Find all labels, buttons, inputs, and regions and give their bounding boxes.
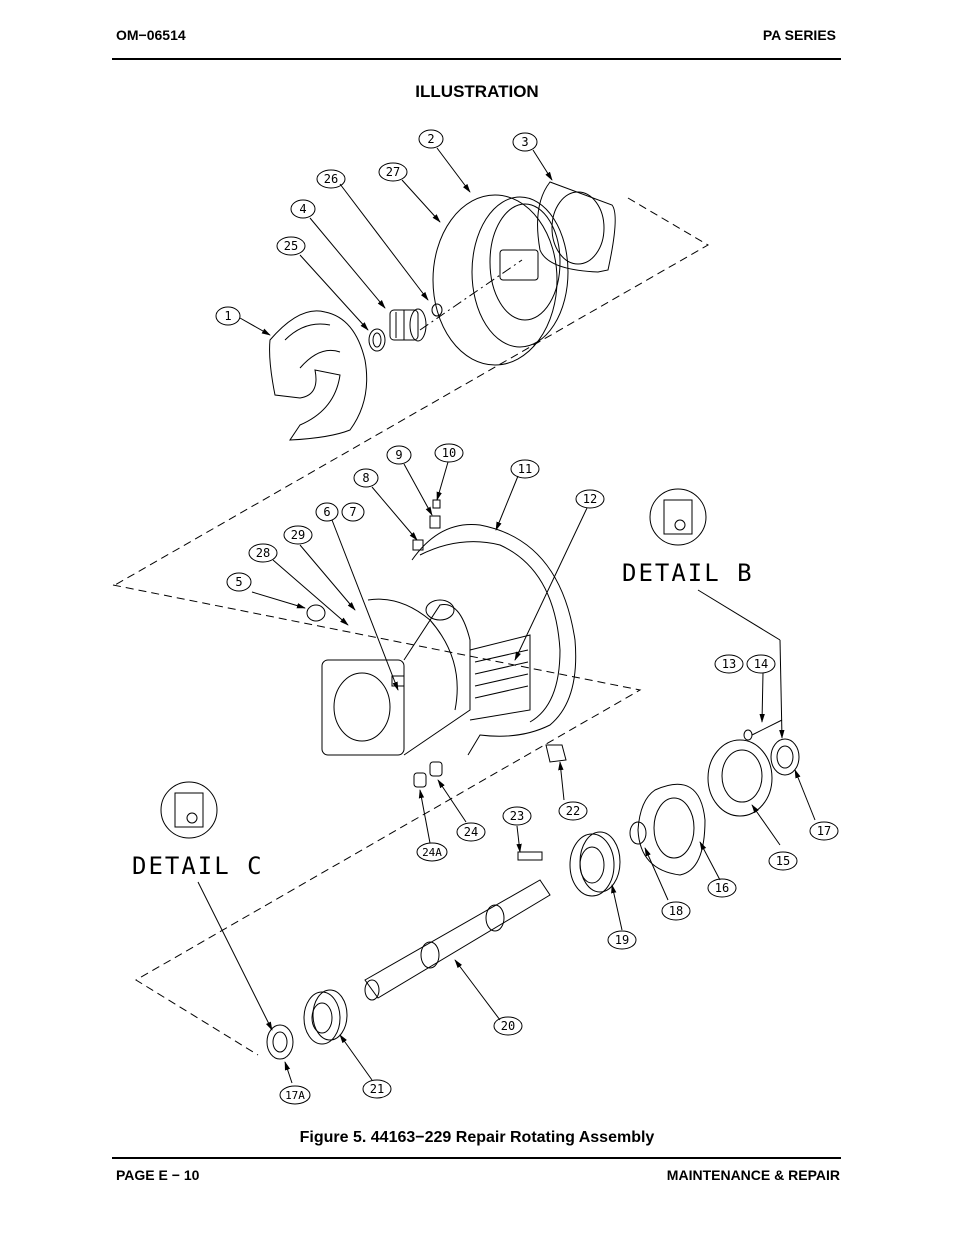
bearing-cap-part [707, 719, 800, 817]
detail-b-label: DETAIL B [622, 559, 754, 587]
svg-text:12: 12 [583, 492, 597, 506]
callout-4: 4 [290, 199, 316, 219]
svg-text:17: 17 [817, 824, 831, 838]
svg-text:8: 8 [362, 471, 369, 485]
callout-26: 26 [316, 169, 346, 189]
svg-text:1: 1 [224, 309, 231, 323]
svg-text:24: 24 [464, 825, 478, 839]
outboard-bearing-part [303, 989, 348, 1045]
retaining-ring-part [629, 821, 647, 845]
svg-text:21: 21 [370, 1082, 384, 1096]
impeller-shaft-part [364, 851, 551, 1001]
svg-text:6: 6 [323, 505, 330, 519]
callout-14: 14 [746, 654, 776, 674]
detail-c-label: DETAIL C [132, 852, 264, 880]
svg-text:18: 18 [669, 904, 683, 918]
callout-1: 1 [215, 306, 241, 326]
svg-text:17A: 17A [285, 1089, 305, 1102]
callouts: 1 2 3 26 27 4 25 9 10 11 8 12 6 7 29 28 … [215, 129, 839, 1105]
callout-29: 29 [283, 525, 313, 545]
fitting-parts [306, 499, 567, 788]
callout-17: 17 [809, 821, 839, 841]
callout-18: 18 [661, 901, 691, 921]
callout-15: 15 [768, 851, 798, 871]
svg-text:22: 22 [566, 804, 580, 818]
svg-text:15: 15 [776, 854, 790, 868]
impeller-part [269, 310, 368, 441]
exploded-assembly-drawing: 1 2 3 26 27 4 25 9 10 11 8 12 6 7 29 28 … [112, 129, 839, 1105]
callout-17a: 17A [279, 1085, 311, 1105]
detail-c-inset [160, 781, 218, 839]
svg-text:27: 27 [386, 165, 400, 179]
callout-28: 28 [248, 543, 278, 563]
callout-8: 8 [353, 468, 379, 488]
svg-text:4: 4 [299, 202, 306, 216]
svg-text:9: 9 [395, 448, 402, 462]
svg-text:24A: 24A [422, 846, 442, 859]
gasket-part [537, 181, 616, 273]
callout-19: 19 [607, 930, 637, 950]
callout-11: 11 [510, 459, 540, 479]
callout-7: 7 [341, 502, 365, 522]
svg-text:7: 7 [349, 505, 356, 519]
callout-20: 20 [493, 1016, 523, 1036]
section-name: MAINTENANCE & REPAIR [666, 1167, 840, 1183]
callout-22: 22 [558, 801, 588, 821]
svg-text:5: 5 [235, 575, 242, 589]
bearing-housing-part [321, 523, 577, 756]
callout-23: 23 [502, 806, 532, 826]
callout-5: 5 [226, 572, 252, 592]
callout-27: 27 [378, 162, 408, 182]
detail-b-inset [649, 488, 707, 546]
callout-16: 16 [707, 878, 737, 898]
svg-text:25: 25 [284, 239, 298, 253]
svg-text:28: 28 [256, 546, 270, 560]
svg-text:20: 20 [501, 1019, 515, 1033]
assembly-outline [112, 197, 709, 1056]
svg-text:19: 19 [615, 933, 629, 947]
gasket-16-part [637, 783, 706, 876]
svg-text:16: 16 [715, 881, 729, 895]
header-rule [112, 58, 841, 60]
svg-text:26: 26 [324, 172, 338, 186]
svg-text:3: 3 [521, 135, 528, 149]
figure-caption: Figure 5. 44163−229 Repair Rotating Asse… [299, 1129, 655, 1146]
callout-6: 6 [315, 502, 339, 522]
rotating-housing-part [419, 194, 569, 366]
document-number: OM−06514 [116, 27, 186, 43]
svg-text:14: 14 [754, 657, 768, 671]
oil-seal-part [266, 1024, 294, 1060]
inboard-bearing-part [569, 831, 621, 897]
callout-24a: 24A [416, 842, 448, 862]
callout-13: 13 [714, 654, 744, 674]
leader-lines [197, 147, 816, 1084]
seal-ring-part [368, 328, 386, 352]
svg-text:29: 29 [291, 528, 305, 542]
page-number: PAGE E − 10 [116, 1167, 200, 1183]
svg-text:13: 13 [722, 657, 736, 671]
callout-25: 25 [276, 236, 306, 256]
callout-9: 9 [386, 445, 412, 465]
callout-3: 3 [512, 132, 538, 152]
callout-21: 21 [362, 1079, 392, 1099]
svg-text:10: 10 [442, 446, 456, 460]
section-title: ILLUSTRATION [415, 82, 539, 101]
callout-2: 2 [418, 129, 444, 149]
series-name: PA SERIES [762, 27, 836, 43]
callout-24: 24 [456, 822, 486, 842]
footer-rule [112, 1157, 841, 1159]
callout-10: 10 [434, 443, 464, 463]
mechanical-seal-part [389, 303, 443, 342]
svg-text:2: 2 [427, 132, 434, 146]
svg-text:11: 11 [518, 462, 532, 476]
svg-text:23: 23 [510, 809, 524, 823]
callout-12: 12 [575, 489, 605, 509]
